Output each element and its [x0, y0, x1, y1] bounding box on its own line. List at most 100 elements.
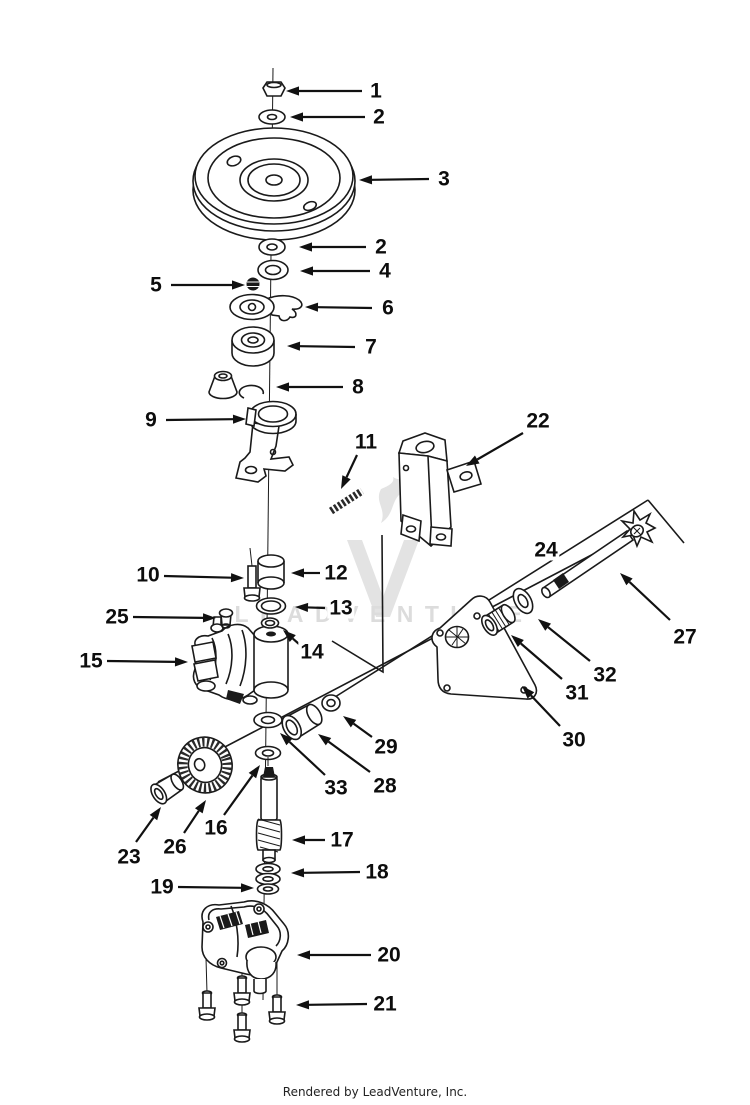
callout-label-33: 33	[322, 776, 350, 800]
part-25-plug	[218, 608, 234, 629]
part-8-bushing	[208, 370, 238, 400]
callout-arrowhead-7	[287, 341, 301, 351]
callout-arrowhead-16	[248, 765, 260, 779]
callout-label-3: 3	[436, 167, 452, 191]
callout-label-29: 29	[372, 735, 400, 759]
callout-arrowhead-21	[296, 1000, 310, 1010]
callout-arrow-30	[530, 694, 561, 727]
callout-label-15: 15	[77, 649, 105, 673]
callout-arrow-25	[132, 615, 204, 619]
callout-label-26: 26	[161, 835, 189, 859]
callout-label-27: 27	[671, 625, 699, 649]
callout-label-11: 11	[352, 430, 380, 454]
part-11-spring	[328, 487, 365, 515]
callout-arrow-22	[476, 432, 524, 461]
callout-label-18: 18	[363, 860, 391, 884]
callout-arrow-23	[135, 816, 155, 843]
part-15-gearbox	[191, 616, 289, 705]
callout-arrowhead-25	[202, 613, 216, 623]
part-33-washer	[253, 711, 283, 729]
callout-arrowhead-33	[280, 733, 293, 746]
callout-label-20: 20	[375, 943, 403, 967]
part-26-gear	[177, 736, 233, 794]
callout-arrowhead-15	[174, 657, 188, 667]
callout-arrowhead-2a	[290, 112, 303, 122]
callout-arrow-19	[177, 885, 242, 889]
callout-arrow-6	[317, 306, 373, 310]
callout-arrowhead-6	[305, 302, 319, 312]
part-29-oring	[321, 694, 341, 712]
callout-arrowhead-30	[522, 686, 535, 699]
callout-arrowhead-31	[511, 635, 524, 647]
callout-label-4: 4	[377, 259, 393, 283]
callout-arrow-18	[303, 870, 361, 874]
callout-arrowhead-29	[343, 716, 357, 728]
callout-arrowhead-4	[300, 266, 313, 276]
part-13-oring	[255, 597, 287, 615]
part-30-plate	[431, 595, 538, 700]
callout-label-16: 16	[202, 816, 230, 840]
callout-arrowhead-22	[466, 455, 480, 466]
part-3-pulley	[192, 127, 356, 241]
callout-label-21: 21	[371, 992, 399, 1016]
callout-arrow-32	[547, 626, 591, 662]
callout-arrow-26	[183, 810, 200, 834]
callout-label-17: 17	[328, 828, 356, 852]
part-6-cam-plate	[229, 293, 303, 322]
part-7-bearing	[231, 326, 275, 367]
callout-label-24: 24	[532, 538, 560, 562]
part-2-washer-lower	[258, 238, 286, 256]
callout-label-32: 32	[591, 663, 619, 687]
callout-label-9: 9	[143, 408, 159, 432]
callout-arrow-layer	[106, 86, 671, 1010]
callout-label-23: 23	[115, 845, 143, 869]
callout-arrowhead-9	[232, 414, 246, 424]
callout-arrow-11	[345, 454, 358, 478]
callout-label-14: 14	[298, 640, 326, 664]
callout-arrowhead-11	[341, 475, 351, 489]
callout-arrow-33	[288, 741, 326, 776]
callout-label-13: 13	[327, 596, 355, 620]
part-4-washer	[257, 259, 289, 281]
callout-arrow-13	[307, 606, 326, 610]
part-19-washer	[256, 883, 280, 895]
callout-label-28: 28	[371, 774, 399, 798]
callout-arrowhead-32	[538, 619, 552, 631]
callout-label-30: 30	[560, 728, 588, 752]
part-28-bushing	[281, 703, 323, 741]
part-24-axle-shaft	[541, 529, 635, 599]
callout-arrow-28	[327, 740, 371, 773]
callout-arrow-3	[371, 177, 430, 181]
callout-arrowhead-10	[230, 573, 244, 583]
part-9-bracket	[235, 384, 297, 483]
callout-arrow-9	[165, 418, 234, 422]
part-21-bolts	[198, 975, 286, 1043]
callout-arrow-29	[352, 722, 373, 738]
bolt	[233, 975, 251, 1006]
callout-label-7: 7	[363, 335, 379, 359]
linkage-line	[331, 534, 384, 674]
callout-label-10: 10	[134, 563, 162, 587]
callout-label-1: 1	[368, 79, 384, 103]
part-27-pinion-sprocket	[619, 508, 657, 549]
callout-arrowhead-26	[194, 800, 206, 814]
part-18-washers	[255, 862, 281, 886]
callout-arrowhead-23	[149, 807, 161, 821]
callout-arrowhead-5	[232, 280, 245, 290]
callout-arrowhead-17	[292, 835, 305, 845]
callout-arrow-14	[292, 637, 300, 645]
callout-arrowhead-20	[297, 950, 310, 960]
callout-label-5: 5	[148, 273, 164, 297]
callout-label-8: 8	[350, 375, 366, 399]
callout-arrowhead-18	[291, 868, 305, 878]
callout-label-12: 12	[322, 561, 350, 585]
callout-arrowhead-13	[295, 602, 309, 613]
callout-label-2b: 2	[373, 235, 389, 259]
part-32-washer	[512, 587, 534, 615]
callout-arrowhead-14	[283, 630, 296, 643]
callout-arrowhead-8	[276, 382, 289, 392]
callout-arrowhead-27	[620, 573, 633, 586]
part-5-nut	[246, 277, 260, 291]
callout-arrow-27	[628, 581, 671, 621]
